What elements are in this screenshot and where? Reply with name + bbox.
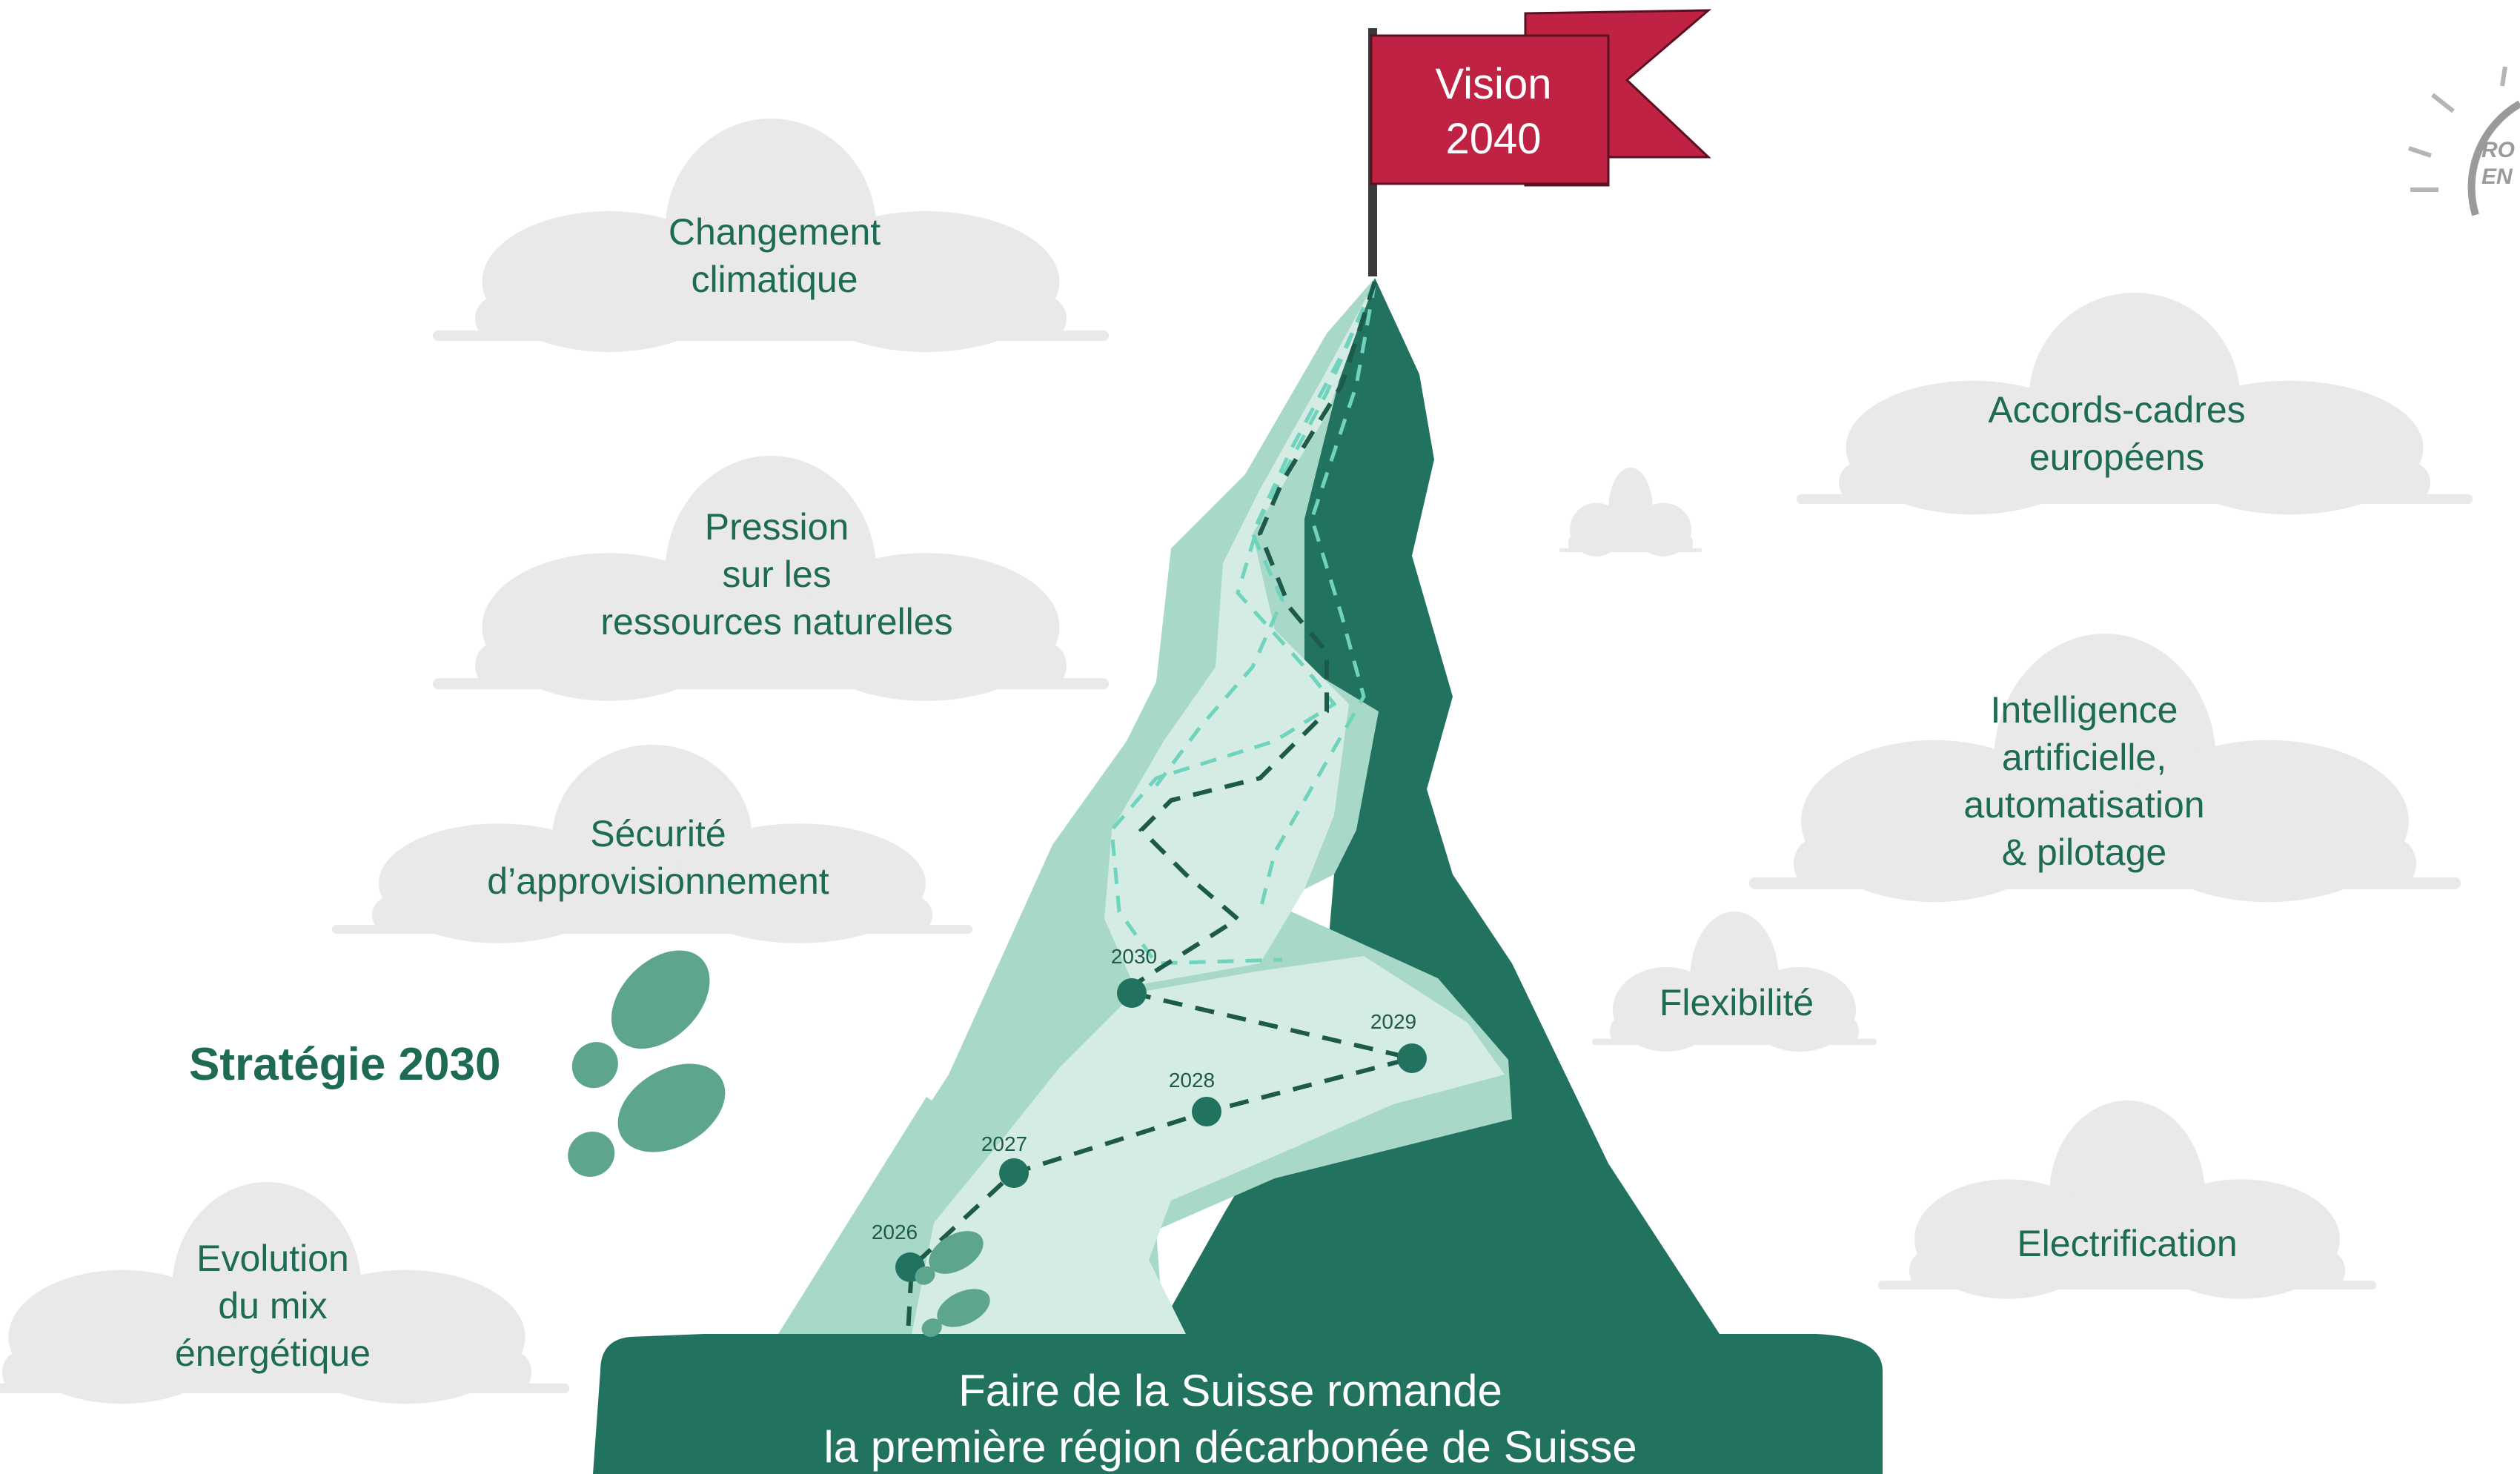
cloud-label-eu-agreements-line2: européens (2029, 436, 2204, 478)
flag: Vision 2040 (1368, 9, 1712, 276)
cloud-label-energy-mix-line2: du mix (218, 1285, 327, 1327)
flag-front (1370, 34, 1610, 185)
footprints-icon (568, 950, 726, 1178)
milestone-dot-2029 (1397, 1043, 1427, 1073)
cloud-label-ai-automation-line4: & pilotage (2002, 831, 2166, 873)
cloud-label-climate-change-line2: climatique (691, 259, 858, 300)
logo-text-line1: RO (2481, 138, 2515, 162)
cloud-label-energy-mix-line3: énergétique (175, 1332, 371, 1374)
cloud-label-resource-pressure-line3: ressources naturelles (600, 601, 952, 643)
base-band (593, 1334, 1883, 1474)
flag-vision-line1: Vision (1436, 60, 1552, 108)
cloud-label-flexibility-line1: Flexibilité (1659, 982, 1814, 1023)
mountain (778, 278, 1720, 1334)
mountain-lower-left-face (778, 1097, 978, 1334)
cloud-label-ai-automation-line3: automatisation (1963, 784, 2204, 826)
cloud-label-climate-change-line1: Changement (669, 211, 881, 253)
base-caption-line2: la première région décarbonée de Suisse (823, 1422, 1637, 1472)
footprints-small (915, 1231, 990, 1337)
milestone-year-2030: 2030 (1111, 945, 1157, 968)
cloud-label-electrification-line1: Electrification (2017, 1223, 2237, 1264)
cloud-electrification (1878, 1100, 2376, 1299)
logo-arc (2467, 100, 2520, 216)
milestone-year-2027: 2027 (981, 1132, 1027, 1155)
cloud-label-resource-pressure-line2: sur les (722, 554, 831, 595)
milestone-year-2028: 2028 (1169, 1069, 1215, 1092)
strategy-label: Stratégie 2030 (189, 1039, 500, 1090)
mountain-light-patch-upper (1104, 282, 1375, 986)
mountain-light-patch-lower (912, 956, 1505, 1334)
milestone-dot-2027 (999, 1158, 1029, 1188)
base-caption-line1: Faire de la Suisse romande (958, 1366, 1502, 1415)
milestone-dot-2028 (1192, 1097, 1221, 1126)
cloud-label-ai-automation-line1: Intelligence (1991, 689, 2178, 731)
cloud-label-eu-agreements-line1: Accords-cadres (1988, 389, 2245, 431)
cloud-label-supply-security-line2: d’approvisionnement (487, 860, 829, 902)
milestone-year-2026: 2026 (872, 1221, 918, 1244)
cloud-label-supply-security-line1: Sécurité (590, 813, 726, 854)
milestones: 2026 2027 2028 2029 2030 (872, 945, 1427, 1282)
company-logo: RO EN (2408, 66, 2520, 216)
cloud-label-energy-mix-line1: Evolution (196, 1238, 349, 1279)
cloud-label-resource-pressure-line1: Pression (705, 506, 849, 548)
cloud-label-ai-automation-line2: artificielle, (2002, 737, 2166, 778)
light-dashed-paths (1110, 280, 1377, 966)
flag-vision-line2: 2040 (1445, 115, 1541, 163)
cloud-small (1559, 468, 1702, 557)
milestone-dot-2030 (1117, 978, 1147, 1008)
milestone-year-2029: 2029 (1370, 1010, 1416, 1033)
logo-text-line2: EN (2481, 165, 2513, 189)
